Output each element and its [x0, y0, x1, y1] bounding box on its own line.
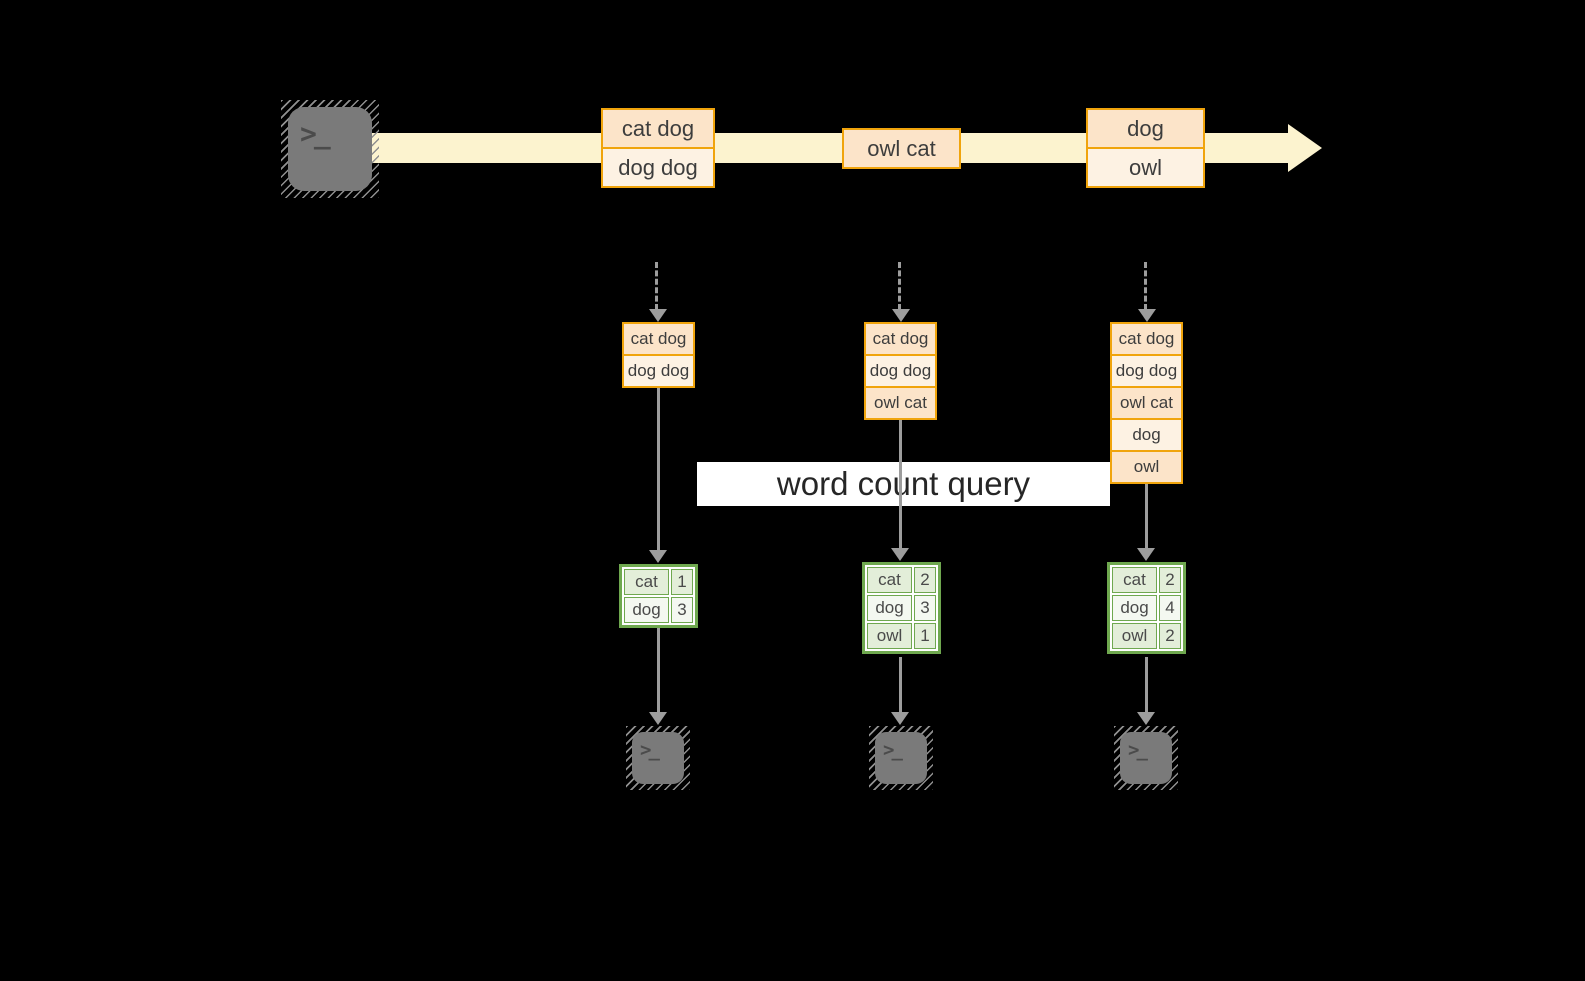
buffer-box-1: cat dog dog dog — [622, 322, 695, 388]
buffer-line: dog dog — [1112, 354, 1181, 386]
arrowhead-icon — [1137, 548, 1155, 561]
prompt-glyph: >_ — [883, 739, 903, 761]
terminal-screen: >_ — [1120, 732, 1172, 784]
event-line: cat dog — [603, 110, 713, 147]
terminal-screen: >_ — [632, 732, 684, 784]
sink-terminal-icon: >_ — [869, 726, 933, 790]
count-cell: 2 — [1159, 567, 1181, 593]
event-line: owl — [1088, 147, 1203, 186]
count-cell: 1 — [914, 623, 936, 649]
word-cell: dog — [867, 595, 912, 621]
count-cell: 3 — [914, 595, 936, 621]
buffer-line: cat dog — [1112, 324, 1181, 354]
count-table-3: cat 2 dog 4 owl 2 — [1107, 562, 1186, 654]
event-line: dog dog — [603, 147, 713, 186]
dashed-arrow-line — [898, 262, 901, 310]
stream-arrowhead-icon — [1288, 124, 1322, 172]
event-line: owl cat — [844, 130, 959, 167]
arrowhead-icon — [649, 712, 667, 725]
arrowhead-icon — [892, 309, 910, 322]
dashed-arrow-line — [655, 262, 658, 310]
count-table-2: cat 2 dog 3 owl 1 — [862, 562, 941, 654]
sink-terminal-icon: >_ — [1114, 726, 1178, 790]
query-arrow-line — [899, 420, 902, 549]
count-cell: 1 — [671, 569, 693, 595]
query-label: word count query — [776, 465, 1031, 502]
sink-arrow-line — [1145, 657, 1148, 713]
arrowhead-icon — [891, 548, 909, 561]
dashed-arrow-line — [1144, 262, 1147, 310]
sink-arrow-line — [899, 657, 902, 713]
buffer-line: cat dog — [624, 324, 693, 354]
word-cell: cat — [624, 569, 669, 595]
sink-terminal-icon: >_ — [626, 726, 690, 790]
word-cell: owl — [867, 623, 912, 649]
word-cell: dog — [1112, 595, 1157, 621]
prompt-glyph: >_ — [1128, 739, 1148, 761]
source-terminal-icon: >_ — [281, 100, 379, 198]
prompt-glyph: >_ — [640, 739, 660, 761]
word-cell: cat — [867, 567, 912, 593]
count-table-1: cat 1 dog 3 — [619, 564, 698, 628]
prompt-glyph: >_ — [300, 117, 331, 150]
terminal-screen: >_ — [875, 732, 927, 784]
event-line: dog — [1088, 110, 1203, 147]
stream-event-box-1: cat dog dog dog — [601, 108, 715, 188]
word-cell: dog — [624, 597, 669, 623]
buffer-line: dog dog — [624, 354, 693, 386]
arrowhead-icon — [649, 309, 667, 322]
query-label-band: word count query — [697, 462, 1110, 506]
query-arrow-line — [1145, 484, 1148, 549]
stream-event-box-2: owl cat — [842, 128, 961, 169]
buffer-line: dog dog — [866, 354, 935, 386]
buffer-line: cat dog — [866, 324, 935, 354]
buffer-line: owl cat — [866, 386, 935, 418]
sink-arrow-line — [657, 628, 660, 713]
arrowhead-icon — [1138, 309, 1156, 322]
buffer-line: owl — [1112, 450, 1181, 482]
count-cell: 3 — [671, 597, 693, 623]
stream-event-box-3: dog owl — [1086, 108, 1205, 188]
count-cell: 2 — [914, 567, 936, 593]
buffer-box-2: cat dog dog dog owl cat — [864, 322, 937, 420]
arrowhead-icon — [891, 712, 909, 725]
arrowhead-icon — [1137, 712, 1155, 725]
count-cell: 4 — [1159, 595, 1181, 621]
word-cell: owl — [1112, 623, 1157, 649]
buffer-box-3: cat dog dog dog owl cat dog owl — [1110, 322, 1183, 484]
count-cell: 2 — [1159, 623, 1181, 649]
arrowhead-icon — [649, 550, 667, 563]
buffer-line: dog — [1112, 418, 1181, 450]
query-arrow-line — [657, 388, 660, 551]
terminal-screen: >_ — [288, 107, 372, 191]
word-cell: cat — [1112, 567, 1157, 593]
buffer-line: owl cat — [1112, 386, 1181, 418]
